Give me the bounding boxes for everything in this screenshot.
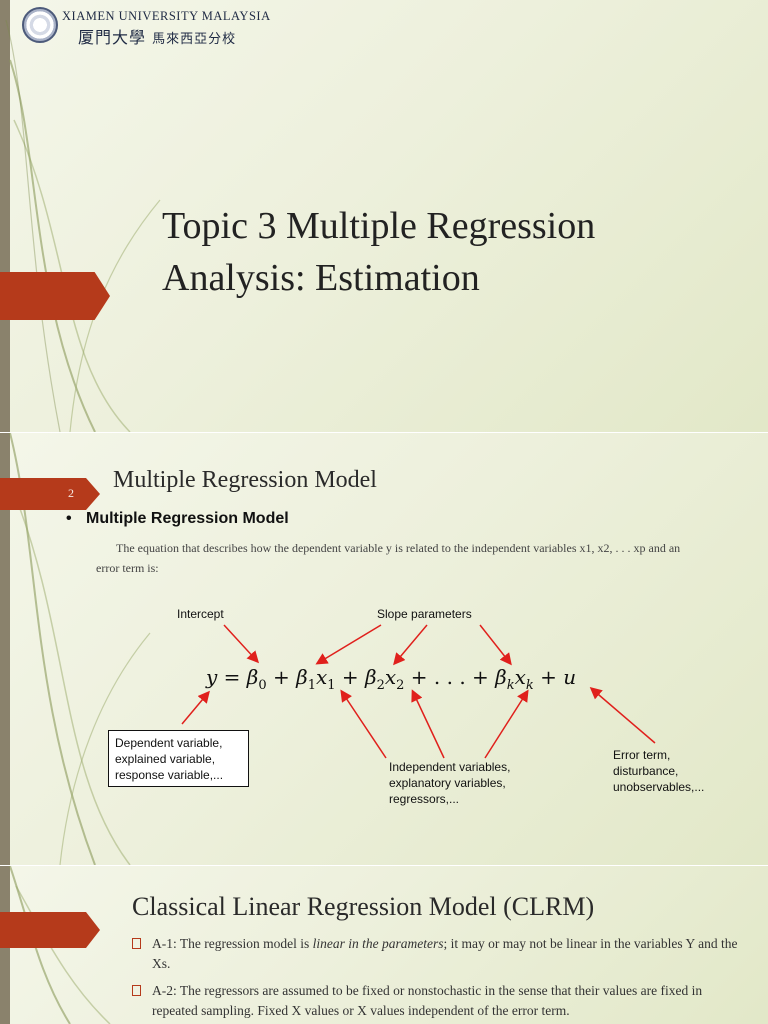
item2-text: A-2: The regressors are assumed to be fi… — [152, 983, 703, 1018]
slide-number: 2 — [68, 486, 74, 500]
slide-title: XIAMEN UNIVERSITY MALAYSIA 厦門大學 馬來西亞分校 T… — [0, 0, 768, 432]
left-bar — [0, 433, 10, 865]
title-line-1: Topic 3 Multiple Regression — [162, 205, 596, 247]
university-name-en: XIAMEN UNIVERSITY MALAYSIA — [62, 9, 271, 23]
assumption-item-2: A-2: The regressors are assumed to be fi… — [132, 981, 742, 1021]
item1-text-b: ; it may or may not be linear in the var… — [152, 936, 738, 971]
annotation-arrows — [181, 624, 656, 759]
regression-equation: y = β0 + β1x1 + β2x2 + . . . + βkxk + u — [206, 665, 577, 693]
label-intercept: Intercept — [177, 607, 224, 621]
bullet-text: Multiple Regression Model — [86, 510, 289, 527]
left-bar — [0, 0, 10, 432]
accent-tab — [0, 912, 100, 948]
slide-separator — [0, 865, 768, 866]
label-error-term: Error term, disturbance, unobservables,.… — [613, 748, 705, 794]
square-bullet-icon — [132, 985, 141, 996]
label-dependent-variable: Dependent variable, explained variable, … — [108, 730, 249, 787]
slide-title-heading: Topic 3 Multiple Regression Analysis: Es… — [162, 200, 742, 304]
slide-heading: Classical Linear Regression Model (CLRM) — [132, 892, 595, 921]
slide-separator — [0, 432, 768, 433]
slide-number-tab: 2 — [0, 478, 100, 510]
slide-clrm: Classical Linear Regression Model (CLRM)… — [0, 866, 768, 1024]
university-name-cn-main: 厦門大學 — [78, 28, 147, 47]
decorative-swoosh — [9, 866, 111, 1024]
description-text: The equation that describes how the depe… — [96, 541, 681, 575]
university-seal — [22, 7, 58, 43]
bullet-item: • Multiple Regression Model — [66, 510, 289, 528]
slide-heading: Multiple Regression Model — [113, 467, 377, 493]
university-name-cn: 厦門大學 馬來西亞分校 — [78, 24, 236, 48]
bullet-dot: • — [66, 510, 72, 527]
square-bullet-icon — [132, 938, 141, 949]
assumption-item-1: A-1: The regression model is linear in t… — [132, 934, 742, 974]
accent-tab — [0, 272, 110, 320]
label-independent-variables: Independent variables, explanatory varia… — [389, 760, 511, 806]
title-line-2: Analysis: Estimation — [162, 257, 480, 299]
label-slope-parameters: Slope parameters — [377, 607, 472, 621]
university-name-cn-sub: 馬來西亞分校 — [152, 32, 237, 47]
slide-multiple-regression-model: 2 Multiple Regression Model • Multiple Re… — [0, 433, 768, 865]
item1-text-italic: linear in the parameters — [312, 936, 444, 951]
item1-text-a: A-1: The regression model is — [152, 936, 313, 951]
